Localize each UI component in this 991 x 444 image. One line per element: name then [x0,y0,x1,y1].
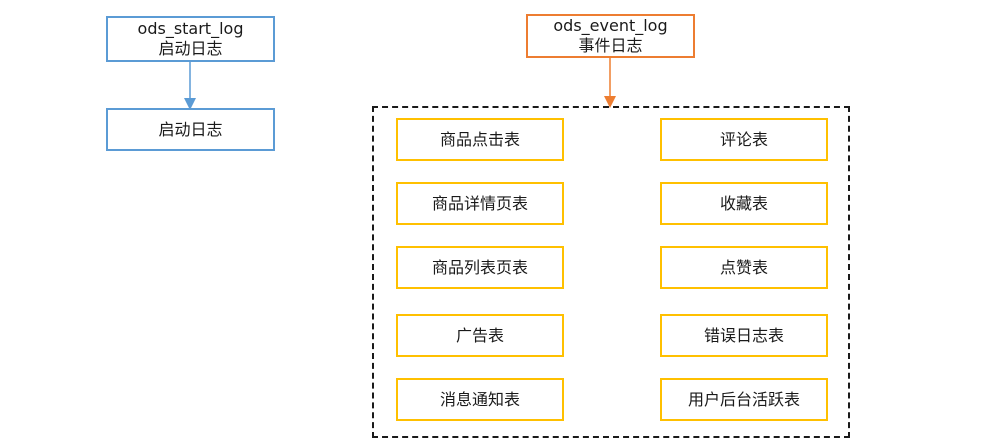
event-table-label: 商品列表页表 [431,257,528,277]
event-table-label: 商品详情页表 [431,193,528,213]
event-table-node: 商品点击表 [396,118,564,161]
event-table-node: 错误日志表 [660,314,828,357]
start-log-table-node: 启动日志 [106,108,275,151]
event-table-label: 商品点击表 [439,129,520,149]
event-table-label: 消息通知表 [439,389,520,409]
event-table-node: 商品详情页表 [396,182,564,225]
event-table-node: 收藏表 [660,182,828,225]
event-table-label: 收藏表 [719,193,768,213]
event-table-node: 评论表 [660,118,828,161]
event-table-node: 广告表 [396,314,564,357]
event-table-node: 商品列表页表 [396,246,564,289]
ods-start-log-subtitle: 启动日志 [158,39,223,58]
event-table-node: 点赞表 [660,246,828,289]
event-table-label: 点赞表 [719,257,768,277]
event-table-label: 广告表 [455,325,504,345]
ods-start-log-title: ods_start_log [137,19,244,38]
ods-event-log-subtitle: 事件日志 [578,36,643,55]
ods-start-log-node: ods_start_log 启动日志 [106,16,275,62]
event-table-node: 用户后台活跃表 [660,378,828,421]
event-table-node: 消息通知表 [396,378,564,421]
event-table-label: 错误日志表 [703,325,784,345]
start-log-table-label: 启动日志 [158,119,223,139]
event-tables-group [372,106,850,438]
ods-event-log-title: ods_event_log [553,16,668,35]
ods-event-log-node: ods_event_log 事件日志 [526,14,695,58]
event-table-label: 评论表 [719,129,768,149]
event-table-label: 用户后台活跃表 [687,389,800,409]
